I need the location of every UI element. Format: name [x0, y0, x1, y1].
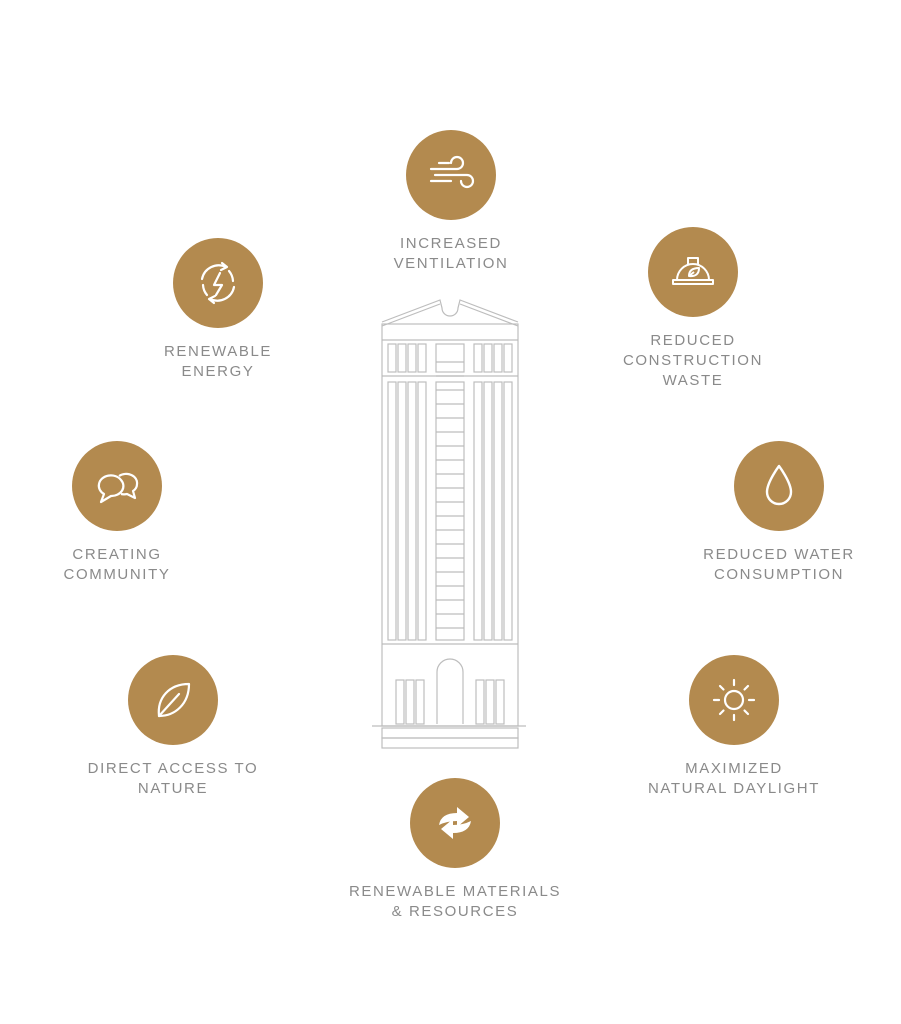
building-ground-window: [495, 679, 505, 725]
building-window-column: [435, 381, 465, 641]
feature-energy: RENEWABLE ENERGY: [108, 238, 328, 382]
building-window-upper: [503, 343, 513, 373]
building-ground-window: [395, 679, 405, 725]
building-pediment: [381, 299, 519, 323]
feature-label: RENEWABLE MATERIALS & RESOURCES: [348, 883, 562, 920]
feature-label: RENEWABLE ENERGY: [163, 343, 273, 380]
hard-hat-leaf-icon: [648, 227, 738, 317]
building-window-column: [397, 381, 407, 641]
building-shaft: [381, 323, 519, 727]
building-window-column: [503, 381, 513, 641]
building-window-upper: [397, 343, 407, 373]
feature-community: CREATING COMMUNITY: [7, 441, 227, 585]
building-window-column: [387, 381, 397, 641]
feature-daylight: MAXIMIZED NATURAL DAYLIGHT: [624, 655, 844, 799]
building-window-column: [473, 381, 483, 641]
feature-nature: DIRECT ACCESS TO NATURE: [63, 655, 283, 799]
building-plinth-lower: [381, 737, 519, 749]
building-window-column: [483, 381, 493, 641]
chat-bubbles-icon: [72, 441, 162, 531]
building-entrance-arch: [436, 658, 464, 724]
wind-icon: [406, 130, 496, 220]
feature-water: REDUCED WATER CONSUMPTION: [669, 441, 889, 585]
feature-materials: RENEWABLE MATERIALS & RESOURCES: [345, 778, 565, 922]
feature-label: INCREASED VENTILATION: [393, 235, 509, 272]
building-pediment-inner: [381, 303, 519, 327]
building-ground-window: [415, 679, 425, 725]
building-window-upper: [473, 343, 483, 373]
building-outline: [372, 299, 526, 749]
feature-label: REDUCED CONSTRUCTION WASTE: [622, 332, 764, 389]
building-ground-window: [405, 679, 415, 725]
renewable-energy-icon: [173, 238, 263, 328]
building-illustration: [372, 299, 526, 749]
sun-icon: [689, 655, 779, 745]
feature-construction-waste: REDUCED CONSTRUCTION WASTE: [583, 227, 803, 391]
building-ground-window: [475, 679, 485, 725]
building-window-column: [493, 381, 503, 641]
building-window-upper: [417, 343, 427, 373]
feature-label: DIRECT ACCESS TO NATURE: [87, 760, 259, 797]
building-window-upper: [387, 343, 397, 373]
feature-label: MAXIMIZED NATURAL DAYLIGHT: [647, 760, 820, 797]
water-drop-icon: [734, 441, 824, 531]
feature-label: REDUCED WATER CONSUMPTION: [703, 546, 855, 583]
building-ground-window: [485, 679, 495, 725]
building-window-upper: [493, 343, 503, 373]
building-window-column: [407, 381, 417, 641]
feature-label: CREATING COMMUNITY: [63, 546, 171, 583]
building-window-upper: [407, 343, 417, 373]
building-window-upper: [435, 343, 465, 373]
recycle-arrows-icon: [410, 778, 500, 868]
feature-ventilation: INCREASED VENTILATION: [341, 130, 561, 274]
building-plinth: [381, 727, 519, 739]
building-window-column: [417, 381, 427, 641]
leaf-icon: [128, 655, 218, 745]
building-window-upper: [483, 343, 493, 373]
